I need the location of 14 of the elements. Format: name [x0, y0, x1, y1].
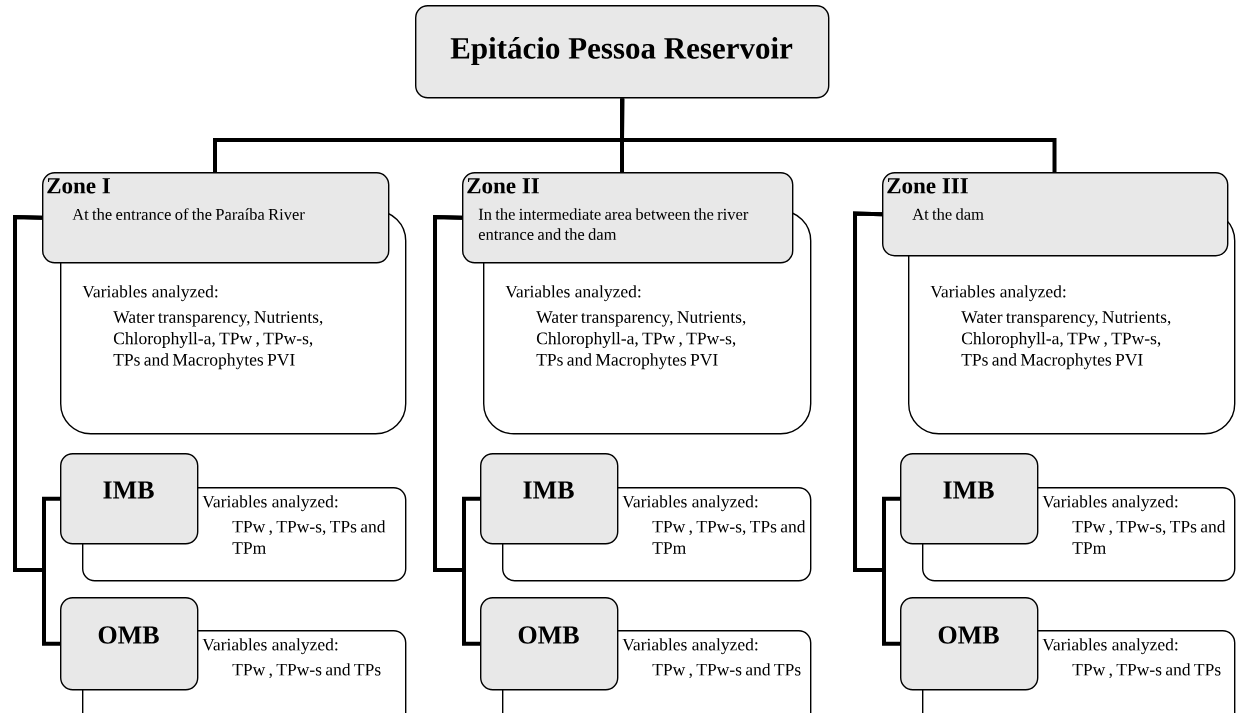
station-box: IMB — [900, 453, 1039, 545]
station-box: IMB — [480, 453, 619, 545]
station-box: OMB — [900, 597, 1039, 691]
zone-box: Zone II In the intermediate area between the river entrance and the dam — [462, 172, 794, 264]
title-box: Epitácio Pessoa Reservoir — [415, 5, 830, 99]
connector-line — [620, 98, 1057, 172]
connector-line — [853, 211, 900, 646]
zone-box: Zone I At the entrance of the Paraíba River — [42, 172, 390, 264]
connector-line — [433, 214, 480, 646]
connector-line — [13, 214, 60, 646]
zone-box: Zone III At the dam — [882, 172, 1229, 257]
station-box: IMB — [60, 453, 199, 545]
station-box: OMB — [60, 597, 199, 691]
station-box: OMB — [480, 597, 619, 691]
